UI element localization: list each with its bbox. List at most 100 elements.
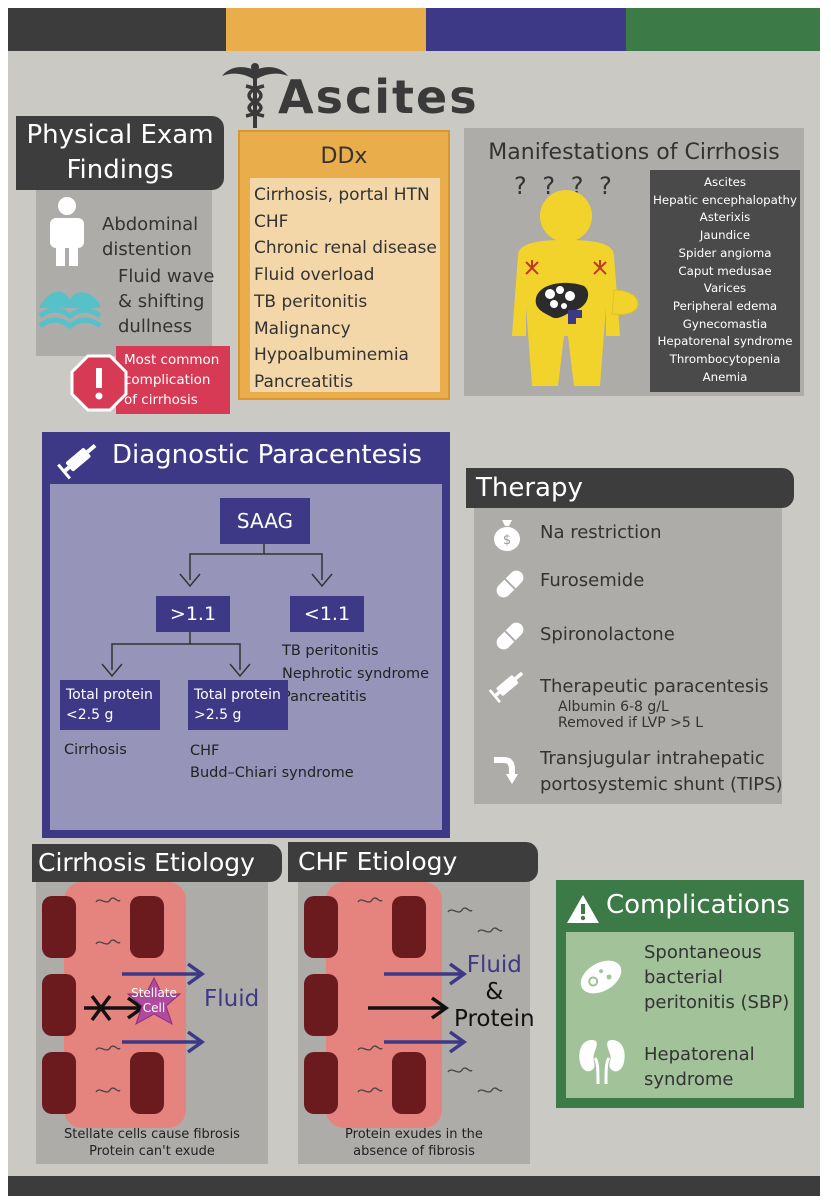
saag-low-causes: TB peritonitis Nephrotic syndrome Pancre… [282, 640, 429, 709]
exam-item1-line1: Abdominal [102, 214, 199, 235]
infographic-page: Ascites Physical Exam Findings Abdominal… [8, 8, 820, 1196]
flowchart-arrows [101, 544, 333, 678]
physical-exam-title-line1: Physical Exam [26, 120, 214, 150]
saag-node: SAAG [220, 498, 310, 544]
exam-item1-line2: distention [102, 239, 192, 260]
sbp-line2: bacterial [644, 967, 723, 988]
ddx-box: DDx Cirrhosis, portal HTN CHF Chronic re… [238, 130, 450, 400]
therapy-item5-line2: portosystemic shunt (TIPS) [540, 774, 783, 795]
manifestation-item: Thrombocytopenia [669, 352, 781, 367]
ddx-item: Fluid overload [254, 265, 375, 286]
saag-high-node: >1.1 [156, 596, 230, 632]
low-cause-item: Pancreatitis [282, 689, 367, 705]
tp-high-cause1: CHF [190, 743, 220, 759]
chf-caption-line1: Protein exudes in the [345, 1127, 483, 1142]
chf-protein-label: Protein [454, 1006, 535, 1032]
cirrhosis-caption: Stellate cells cause fibrosis Protein ca… [36, 1126, 268, 1160]
paracentesis-title: Diagnostic Paracentesis [112, 440, 422, 470]
cirrhosis-caption-line1: Stellate cells cause fibrosis [64, 1127, 240, 1142]
tp-high-cause2: Budd–Chiari syndrome [190, 765, 354, 781]
therapy-header: Therapy [466, 468, 794, 508]
exam-item2-line2: & shifting [118, 291, 205, 312]
exam-item2-line3: dullness [118, 316, 193, 337]
chf-caption-line2: absence of fibrosis [353, 1144, 475, 1159]
therapy-item4-sub2: Removed if LVP >5 L [558, 715, 704, 731]
color-strip-orange [226, 8, 426, 51]
ddx-item: Chronic renal disease [254, 238, 437, 259]
therapy-paracentesis: Therapeutic paracentesis Albumin 6-8 g/L… [540, 676, 769, 731]
low-cause-item: Nephrotic syndrome [282, 666, 430, 682]
callout-line1: Most common [124, 352, 220, 368]
ddx-list: Cirrhosis, portal HTN CHF Chronic renal … [250, 178, 440, 392]
tp-high-causes: CHF Budd–Chiari syndrome [190, 740, 354, 784]
person-icon [44, 196, 90, 266]
cirrhosis-fluid-label: Fluid [204, 986, 260, 1012]
manifestation-item: Varices [703, 281, 747, 296]
page-title: Ascites [278, 70, 479, 124]
therapy-item4-sub1: Albumin 6-8 g/L [558, 699, 669, 715]
stellate-line2: Cell [142, 1001, 166, 1015]
cirrhosis-caption-line2: Protein can't exude [89, 1144, 215, 1159]
warning-triangle-icon [566, 894, 600, 924]
therapy-furosemide: Furosemide [540, 570, 645, 591]
hepatorenal-line2: syndrome [644, 1069, 734, 1090]
callout-line2: complication [124, 372, 211, 388]
complications-panel: Complications Spontaneous bacterial peri… [556, 880, 804, 1108]
cirrhosis-etiology-header: Cirrhosis Etiology [32, 844, 282, 882]
tp-high-line2: >2.5 g [194, 707, 242, 723]
paracentesis-panel: Diagnostic Paracentesis SAAG >1.1 <1.1 [42, 432, 450, 838]
tp-high-line1: Total protein [194, 687, 281, 703]
therapy-tips: Transjugular intrahepatic portosystemic … [540, 746, 783, 798]
complications-header: Complications [556, 886, 804, 930]
ddx-item: Malignancy [254, 318, 351, 339]
color-strip-green [626, 8, 820, 51]
manifestation-item: Spider angioma [678, 245, 772, 260]
ddx-item: Hypoalbuminemia [254, 345, 409, 366]
ddx-item: CHF [254, 211, 289, 232]
complication-callout: Most common complication of cirrhosis [116, 346, 230, 414]
therapy-spironolactone: Spironolactone [540, 624, 675, 645]
tp-low-line1: Total protein [66, 687, 153, 703]
manifestations-box: Manifestations of Cirrhosis ? ? ? ? Asci… [464, 128, 804, 396]
low-cause-item: TB peritonitis [282, 643, 379, 659]
stellate-line1: Stellate [131, 986, 177, 1000]
saag-low-node: <1.1 [290, 596, 364, 632]
warning-octagon-icon [70, 354, 128, 412]
total-protein-low-node: Total protein <2.5 g [60, 680, 160, 730]
bacteria-icon [576, 954, 626, 1000]
paracentesis-header: Diagnostic Paracentesis [42, 432, 450, 484]
therapy-box [474, 506, 782, 804]
chf-sinusoid-diagram [298, 882, 530, 1128]
ddx-item: Pancreatitis [254, 371, 354, 392]
cirrhosis-sinusoid-diagram [36, 882, 268, 1128]
paracentesis-body: SAAG >1.1 <1.1 TB peritonitis Nephrotic … [50, 484, 442, 830]
chf-amp-label: & [485, 979, 504, 1005]
therapy-item4-title: Therapeutic paracentesis [540, 676, 769, 697]
manifestation-item: Peripheral edema [672, 298, 778, 313]
chf-fluid-protein-label: Fluid & Protein [454, 952, 535, 1033]
stellate-cell-label: Stellate Cell [128, 986, 180, 1016]
syringe-icon [486, 664, 530, 706]
pill-icon [490, 564, 530, 604]
therapy-na-restriction: Na restriction [540, 522, 662, 543]
syringe-icon [54, 436, 104, 482]
exam-item-distention: Abdominal distention [102, 212, 198, 262]
manifestation-item: Anemia [702, 369, 748, 384]
kidneys-icon [578, 1036, 626, 1086]
caduceus-icon [220, 60, 290, 130]
cirrhosis-patient-figure [488, 186, 648, 391]
manifestation-item: Jaundice [699, 228, 751, 243]
physical-exam-header: Physical Exam Findings [16, 116, 224, 190]
hepatorenal-line1: Hepatorenal [644, 1044, 755, 1065]
complication-hepatorenal: Hepatorenal syndrome [644, 1042, 755, 1092]
svg-text:$: $ [503, 533, 511, 548]
complication-sbp: Spontaneous bacterial peritonitis (SBP) [644, 940, 789, 1015]
complications-body: Spontaneous bacterial peritonitis (SBP) … [566, 932, 794, 1098]
manifestations-title: Manifestations of Cirrhosis [488, 140, 780, 165]
manifestation-item: Caput medusae [678, 263, 772, 278]
exam-item2-line1: Fluid wave [118, 266, 215, 287]
complications-title: Complications [606, 890, 790, 920]
manifestation-item: Ascites [703, 175, 746, 189]
ddx-item: Cirrhosis, portal HTN [254, 185, 430, 205]
manifestation-item: Hepatorenal syndrome [657, 334, 793, 349]
